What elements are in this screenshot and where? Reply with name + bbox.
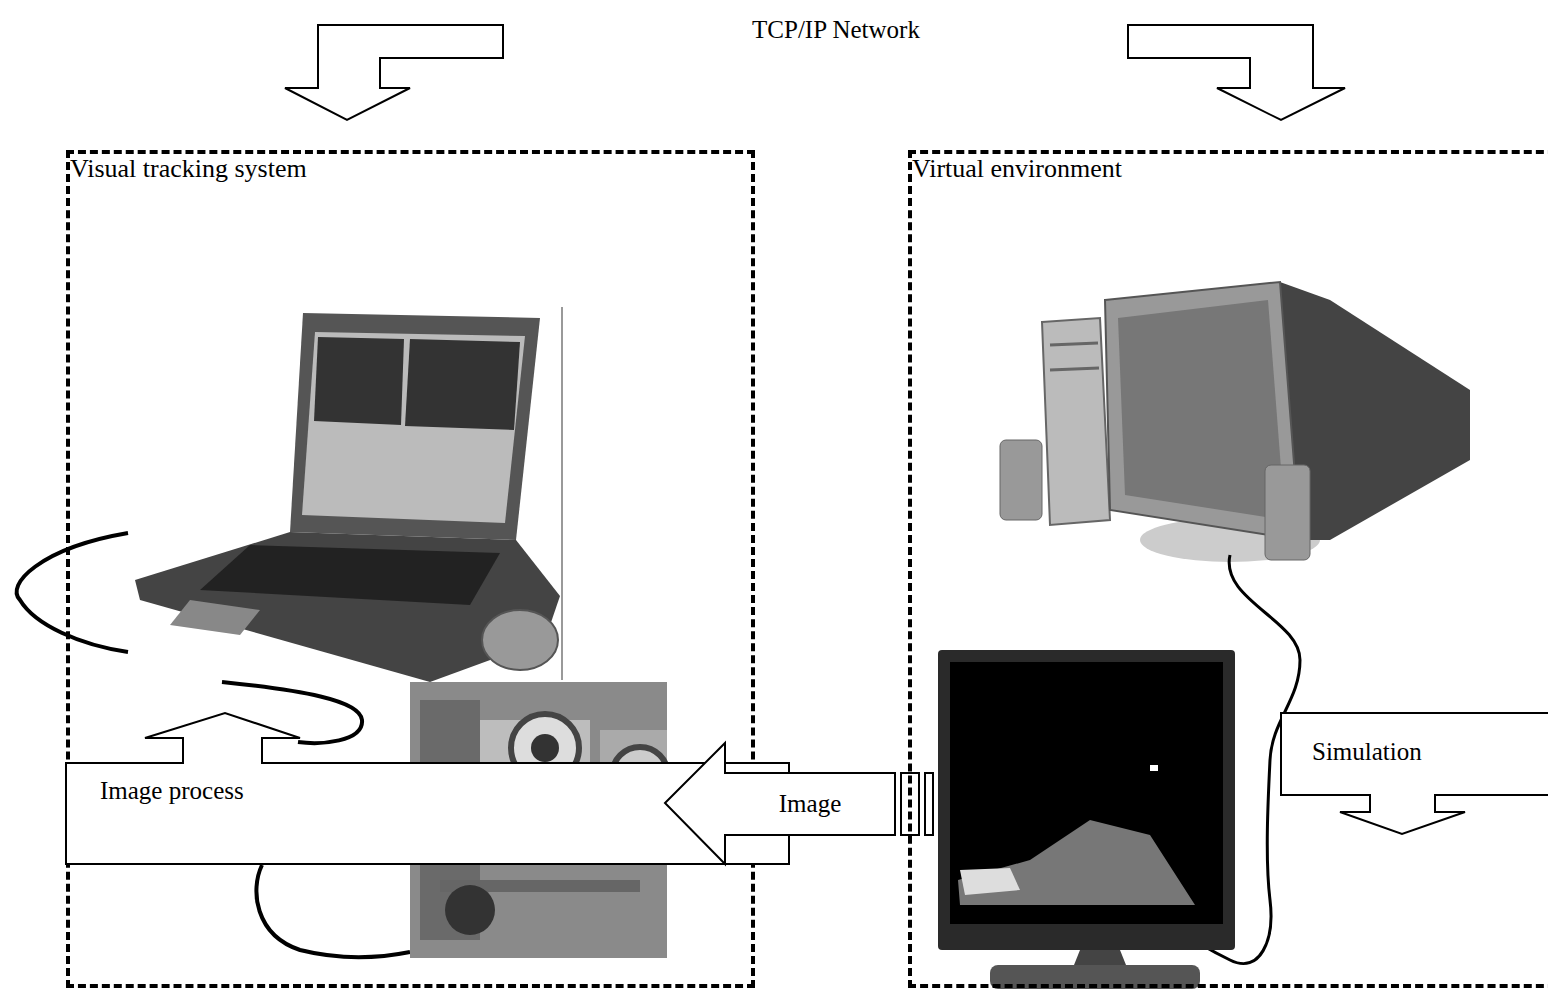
terrain (960, 868, 1020, 895)
box-label: Image (779, 790, 841, 819)
speaker (1000, 440, 1042, 520)
simulation-box: Simulation (1280, 712, 1548, 835)
box-outline (1281, 713, 1548, 834)
laptop-touchpad (170, 600, 260, 635)
system-group: Image process Visual tracking system (66, 150, 755, 988)
image-arrow: Image (663, 742, 935, 865)
box-label: Image process (100, 777, 244, 806)
box-label: Simulation (1312, 738, 1422, 767)
box-outline (665, 743, 895, 864)
network-arrow (285, 25, 503, 120)
target-dot (1150, 765, 1158, 771)
group-heading: Visual tracking system (70, 154, 751, 184)
photo-edge (561, 307, 563, 680)
box-outline (1280, 712, 1548, 835)
laptop-base (135, 532, 560, 682)
network-arrow (1128, 25, 1345, 120)
camera-lens (531, 734, 559, 762)
group-heading: Virtual environment (912, 154, 1548, 184)
laptop-keyboard (200, 545, 500, 605)
cable (17, 533, 128, 652)
box-outline (925, 773, 933, 835)
speaker (1265, 465, 1310, 560)
drive-bay (1050, 343, 1098, 345)
laptop-screen (302, 332, 525, 523)
network-label: TCP/IP Network (636, 16, 1036, 45)
crt-screen (1118, 300, 1285, 520)
drive-bay (1050, 368, 1099, 370)
terrain (958, 820, 1195, 905)
laptop-lid (290, 313, 540, 540)
screen-pane (314, 337, 404, 425)
screen-pane (405, 339, 520, 430)
flat-monitor (938, 650, 1235, 950)
mouse (482, 610, 558, 670)
system-group: Simulation Virtual environment (908, 150, 1548, 988)
monitor-screen (950, 662, 1223, 924)
pc-tower (1042, 318, 1110, 525)
camera-motor (445, 885, 495, 935)
cable (256, 865, 410, 957)
